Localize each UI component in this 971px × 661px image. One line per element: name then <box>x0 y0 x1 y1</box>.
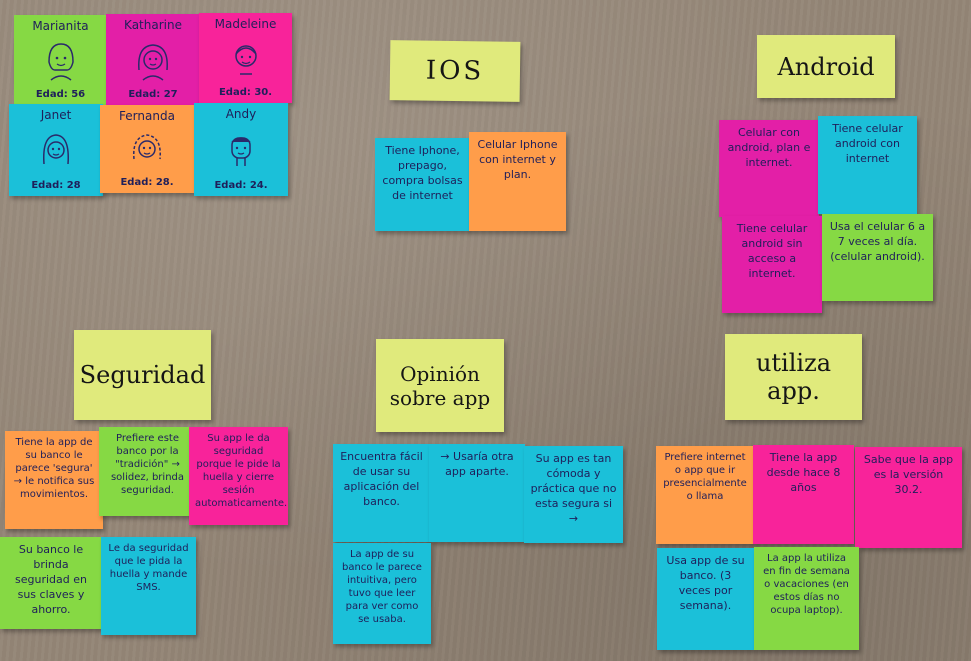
seguridad-note: Tiene la app de su banco le parece 'segu… <box>5 431 103 529</box>
persona-age: Edad: 27 <box>128 89 178 100</box>
persona-card-fernanda: Fernanda Edad: 28. <box>100 105 194 193</box>
android-header: Android <box>757 35 895 98</box>
persona-age: Edad: 30. <box>218 87 273 98</box>
ios-header: IOS <box>389 40 521 102</box>
persona-card-marianita: Marianita Edad: 56 <box>14 15 107 105</box>
seguridad-note: Su banco le brinda seguridad en sus clav… <box>0 537 102 629</box>
persona-age: Edad: 24. <box>214 180 268 191</box>
persona-card-andy: Andy Edad: 24. <box>194 103 288 196</box>
opinion-header: Opinión sobre app <box>376 339 504 432</box>
utiliza-title: utiliza app. <box>755 349 832 405</box>
opinion-note: Su app es tan cómoda y práctica que no e… <box>524 446 623 543</box>
persona-name: Katharine <box>124 18 182 32</box>
persona-name: Fernanda <box>119 109 175 123</box>
persona-name: Marianita <box>32 19 89 33</box>
android-note: Tiene celular android sin acceso a inter… <box>722 216 822 313</box>
android-note: Celular con android, plan e internet. <box>719 120 819 217</box>
utiliza-header: utiliza app. <box>725 334 862 420</box>
persona-age: Edad: 28. <box>120 177 174 188</box>
ios-note: Tiene Iphone, prepago, compra bolsas de … <box>375 138 470 231</box>
persona-name: Janet <box>40 108 72 122</box>
android-note: Usa el celular 6 a 7 veces al día. (celu… <box>822 214 933 301</box>
woman-face-icon <box>138 43 168 81</box>
persona-age: Edad: 56 <box>35 89 86 100</box>
persona-card-janet: Janet Edad: 28 <box>9 104 103 196</box>
ios-note: Celular Iphone con internet y plan. <box>469 132 566 231</box>
woman-face-icon <box>234 45 257 75</box>
android-title: Android <box>777 52 875 81</box>
persona-name: Madeleine <box>214 17 277 31</box>
seguridad-note: Prefiere este banco por la "tradición" →… <box>99 427 196 516</box>
ios-title: IOS <box>425 55 485 87</box>
persona-name: Andy <box>225 107 257 121</box>
opinion-note: La app de su banco le parece intuitiva, … <box>333 543 431 644</box>
utiliza-note: La app la utiliza en fin de semana o vac… <box>754 547 859 650</box>
opinion-title: Opinión sobre app <box>389 361 491 410</box>
woman-face-icon <box>133 134 161 160</box>
persona-card-madeleine: Madeleine Edad: 30. <box>199 13 292 103</box>
utiliza-note: Prefiere internet o app que ir presencia… <box>656 446 754 544</box>
persona-card-katharine: Katharine Edad: 27 <box>106 14 200 105</box>
seguridad-header: Seguridad <box>74 330 211 420</box>
opinion-note: → Usaría otra app aparte. <box>429 444 525 542</box>
seguridad-note: Su app le da seguridad porque le pide la… <box>189 427 288 525</box>
utiliza-note: Sabe que la app es la versión 30.2. <box>855 447 962 548</box>
android-note: Tiene celular android con internet <box>818 116 917 214</box>
woman-face-icon <box>43 134 69 165</box>
opinion-note: Encuentra fácil de usar su aplicación de… <box>333 444 430 542</box>
seguridad-note: Le da seguridad que le pida la huella y … <box>101 537 196 635</box>
woman-face-icon <box>47 43 74 81</box>
man-face-icon <box>231 136 251 166</box>
persona-age: Edad: 28 <box>31 180 81 191</box>
seguridad-title: Seguridad <box>79 361 206 389</box>
utiliza-note: Tiene la app desde hace 8 años <box>753 445 854 544</box>
utiliza-note: Usa app de su banco. (3 veces por semana… <box>657 548 754 650</box>
